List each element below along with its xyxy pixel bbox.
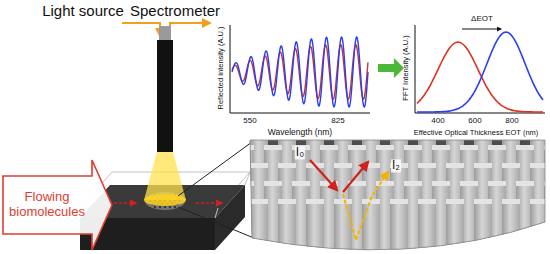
pillar bbox=[222, 199, 240, 254]
beam-arrows bbox=[310, 160, 388, 240]
fft-chart bbox=[415, 25, 545, 113]
pillar bbox=[222, 127, 240, 240]
header-label: Light source bbox=[42, 3, 124, 20]
pillar bbox=[390, 199, 408, 254]
fiber-probe bbox=[157, 26, 173, 152]
pillar bbox=[502, 199, 520, 254]
zoom-lines bbox=[178, 142, 254, 238]
pore bbox=[154, 206, 156, 208]
tick-label: 825 bbox=[331, 117, 344, 126]
pore bbox=[159, 206, 161, 208]
flow-arrow-box: Flowing biomolecules bbox=[2, 158, 114, 252]
transform-arrow bbox=[378, 58, 404, 78]
pillar bbox=[418, 199, 436, 254]
pillar bbox=[306, 199, 324, 254]
beam-label: I₂ bbox=[391, 159, 401, 172]
tick-label: 600 bbox=[468, 117, 481, 126]
light-spot bbox=[144, 194, 186, 206]
shift-label: ΔEOT bbox=[471, 15, 493, 24]
pillar bbox=[362, 199, 380, 254]
axis-title: Wavelength (nm) bbox=[268, 128, 332, 137]
reflectance-chart bbox=[230, 25, 370, 113]
header-label: Spectrometer bbox=[130, 3, 220, 20]
light-cone bbox=[144, 152, 186, 200]
pore bbox=[164, 206, 166, 208]
beam-label: I₀ bbox=[295, 146, 305, 159]
tick-label: 800 bbox=[505, 117, 518, 126]
axis-title: Effective Optical Thickness EOT (nm) bbox=[414, 129, 539, 137]
axis-title: FFT Intensity (A.U.) bbox=[402, 35, 410, 100]
pillar bbox=[474, 199, 492, 254]
flow-arrows bbox=[114, 202, 222, 204]
node-label: Flowing biomolecules bbox=[5, 176, 89, 234]
pore bbox=[174, 206, 176, 208]
axis-title: Reflected intensity (A.U.) bbox=[217, 27, 225, 110]
pore bbox=[169, 206, 171, 208]
pillar bbox=[250, 199, 268, 254]
tick-label: 550 bbox=[243, 117, 256, 126]
inset-outline bbox=[250, 140, 545, 250]
pillar bbox=[222, 163, 240, 254]
pillar bbox=[334, 199, 352, 254]
pillar bbox=[278, 199, 296, 254]
pillar bbox=[446, 199, 464, 254]
pore-inset bbox=[222, 127, 550, 254]
tick-label: 400 bbox=[431, 117, 444, 126]
